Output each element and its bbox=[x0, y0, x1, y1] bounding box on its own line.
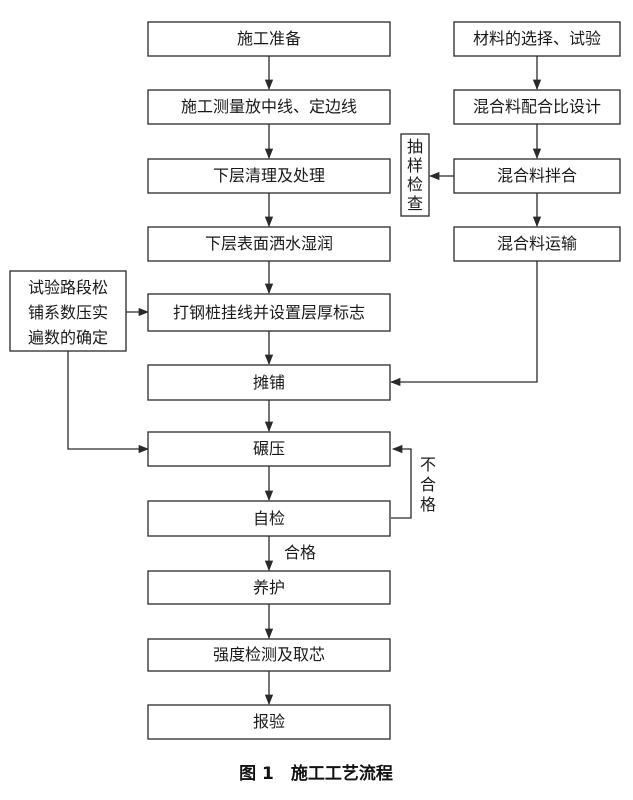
step-label: 施工测量放中线、定边线 bbox=[181, 97, 357, 116]
step-label: 材料的选择、试验 bbox=[473, 29, 601, 48]
sampling-char: 抽 bbox=[407, 137, 423, 156]
fail-char: 格 bbox=[420, 495, 436, 514]
step-mixing: 混合料拌合 bbox=[453, 158, 621, 194]
step-label: 打钢桩挂线并设置层厚标志 bbox=[173, 303, 365, 322]
step-mix-transport: 混合料运输 bbox=[453, 226, 621, 262]
step-curing: 养护 bbox=[147, 570, 391, 605]
step-label: 养护 bbox=[253, 578, 285, 597]
step-mix-design: 混合料配合比设计 bbox=[453, 89, 621, 125]
connector-transport-to-paving bbox=[389, 261, 538, 387]
step-paving: 摊铺 bbox=[147, 364, 391, 401]
fail-char: 合 bbox=[420, 475, 436, 494]
step-label: 下层清理及处理 bbox=[213, 166, 325, 185]
material-steps: 材料的选择、试验 混合料配合比设计 混合料拌合 混合料运输 bbox=[453, 21, 621, 262]
sampling-char: 样 bbox=[407, 156, 423, 175]
sampling-inspection-box: 抽 样 检 查 bbox=[400, 133, 430, 217]
sampling-char: 查 bbox=[407, 194, 423, 213]
sampling-char: 检 bbox=[407, 175, 423, 194]
step-label: 混合料拌合 bbox=[497, 166, 577, 185]
connector-trial-to-compaction bbox=[67, 351, 150, 454]
step-label: 碾压 bbox=[253, 439, 285, 458]
step-steel-stake-marking: 打钢桩挂线并设置层厚标志 bbox=[147, 293, 391, 332]
trial-section-box: 试验路段松 铺系数压实 遍数的确定 bbox=[9, 270, 127, 352]
material-flow-connectors bbox=[389, 56, 542, 387]
step-acceptance-report: 报验 bbox=[147, 704, 391, 740]
step-label: 施工准备 bbox=[237, 29, 301, 48]
trial-line: 铺系数压实 bbox=[28, 303, 108, 322]
connector-fail-loop bbox=[391, 444, 412, 519]
step-construction-preparation: 施工准备 bbox=[147, 21, 391, 57]
step-material-selection: 材料的选择、试验 bbox=[453, 21, 621, 57]
step-compaction: 碾压 bbox=[147, 431, 391, 467]
step-label: 下层表面洒水湿润 bbox=[205, 234, 333, 253]
step-label: 摊铺 bbox=[253, 373, 285, 392]
step-label: 混合料运输 bbox=[497, 234, 577, 253]
main-steps: 施工准备 施工测量放中线、定边线 下层清理及处理 下层表面洒水湿润 打钢桩挂线并… bbox=[147, 21, 391, 740]
figure-caption: 图 1 施工工艺流程 bbox=[239, 763, 393, 784]
step-label: 强度检测及取芯 bbox=[213, 645, 325, 664]
side-connectors bbox=[67, 171, 454, 519]
step-label: 混合料配合比设计 bbox=[473, 97, 601, 116]
step-lower-layer-cleaning: 下层清理及处理 bbox=[147, 158, 391, 194]
fail-char: 不 bbox=[420, 455, 436, 474]
step-self-inspection: 自检 bbox=[147, 500, 391, 537]
trial-line: 遍数的确定 bbox=[28, 328, 108, 347]
step-strength-test-coring: 强度检测及取芯 bbox=[147, 638, 391, 672]
step-survey-layout: 施工测量放中线、定边线 bbox=[147, 89, 391, 125]
step-label: 自检 bbox=[253, 509, 285, 528]
pass-label: 合格 bbox=[284, 543, 316, 562]
trial-line: 试验路段松 bbox=[28, 278, 108, 297]
fail-label: 不 合 格 bbox=[420, 455, 436, 514]
step-surface-watering: 下层表面洒水湿润 bbox=[147, 226, 391, 262]
step-label: 报验 bbox=[253, 712, 285, 731]
